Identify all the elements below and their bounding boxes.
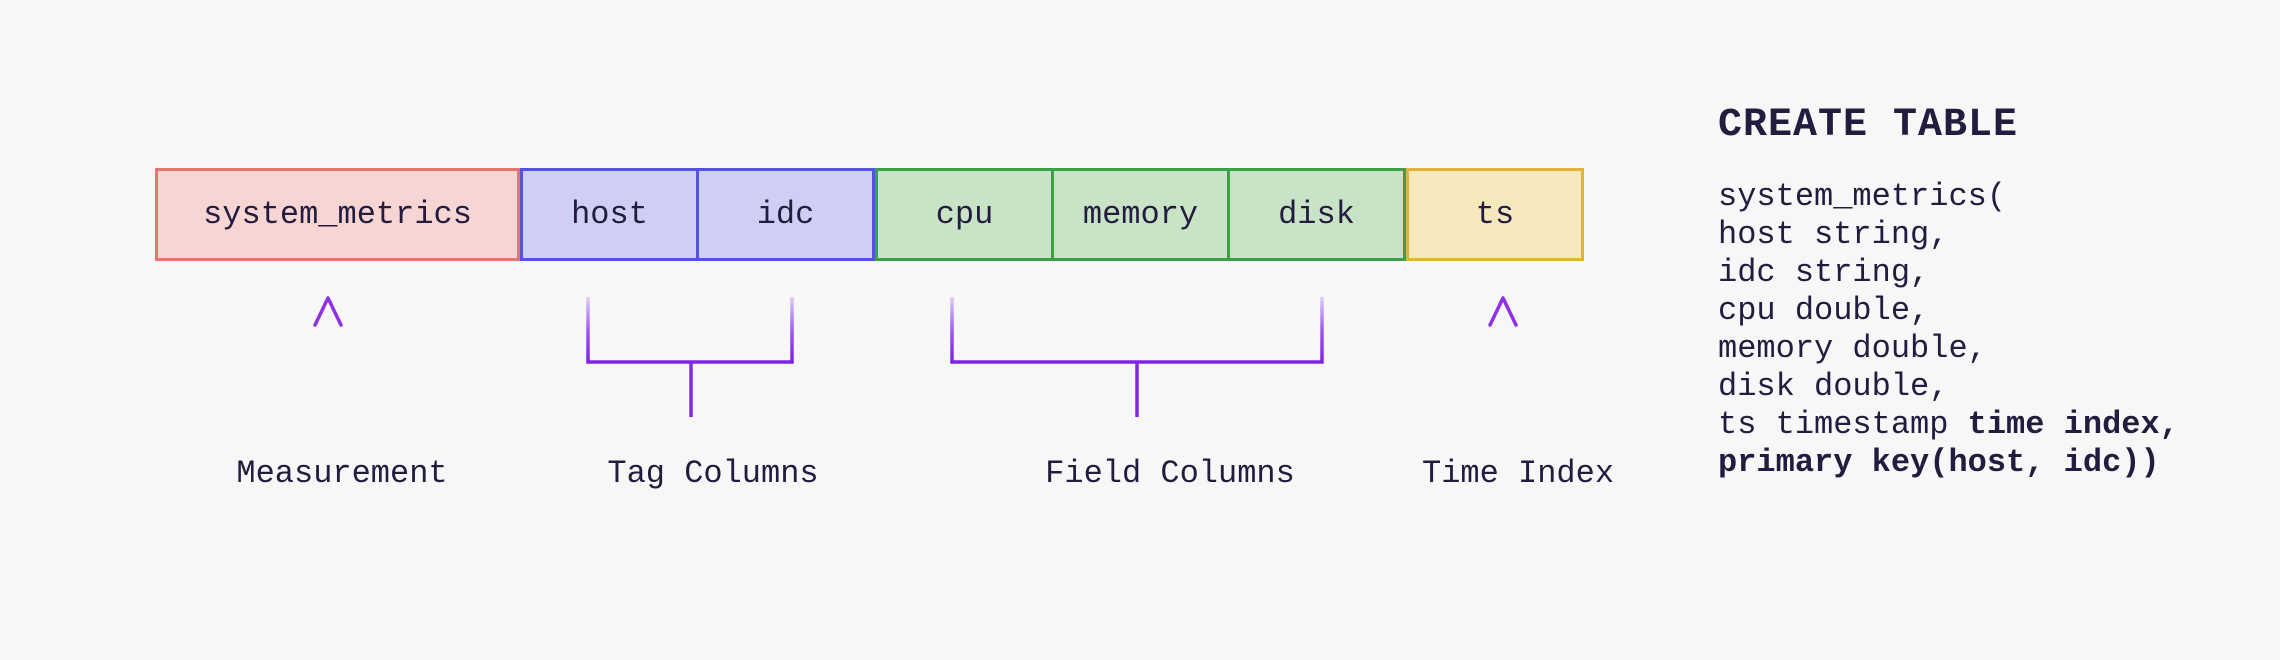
field-columns-bracket-icon xyxy=(950,297,1324,417)
sql-line: system_metrics( xyxy=(1718,178,2007,215)
sql-line: memory double, xyxy=(1718,330,1987,367)
sql-line: disk double, xyxy=(1718,368,1949,405)
measurement-up-arrow-icon xyxy=(313,296,343,414)
time-index-up-arrow-icon xyxy=(1488,296,1518,414)
sql-line: ts timestamp time index, xyxy=(1718,406,2179,443)
field-cell-memory: memory xyxy=(1051,168,1230,261)
tag-cell-idc: idc xyxy=(696,168,875,261)
measurement-group: system_metrics xyxy=(155,168,520,261)
measurement-label: Measurement xyxy=(236,455,448,492)
field-cell-cpu: cpu xyxy=(875,168,1054,261)
tag-columns-label: Tag Columns xyxy=(607,455,819,492)
tag-cell-host: host xyxy=(520,168,699,261)
tag-columns-group: host idc xyxy=(520,168,875,261)
sql-heading: CREATE TABLE xyxy=(1718,103,2019,148)
measurement-cell: system_metrics xyxy=(155,168,520,261)
field-cell-disk: disk xyxy=(1227,168,1406,261)
table-schema-row: system_metrics host idc cpu memory disk … xyxy=(155,168,1584,261)
sql-line: host string, xyxy=(1718,216,1949,253)
sql-code-block: system_metrics( host string, idc string,… xyxy=(1718,178,2179,482)
tag-columns-bracket-icon xyxy=(586,297,794,417)
sql-line: idc string, xyxy=(1718,254,1930,291)
time-index-label: Time Index xyxy=(1421,455,1615,492)
sql-line: primary key(host, idc)) xyxy=(1718,444,2160,481)
time-index-group: ts xyxy=(1406,168,1584,261)
field-columns-label: Field Columns xyxy=(1045,455,1295,492)
sql-line: cpu double, xyxy=(1718,292,1930,329)
time-index-cell: ts xyxy=(1406,168,1584,261)
field-columns-group: cpu memory disk xyxy=(875,168,1406,261)
